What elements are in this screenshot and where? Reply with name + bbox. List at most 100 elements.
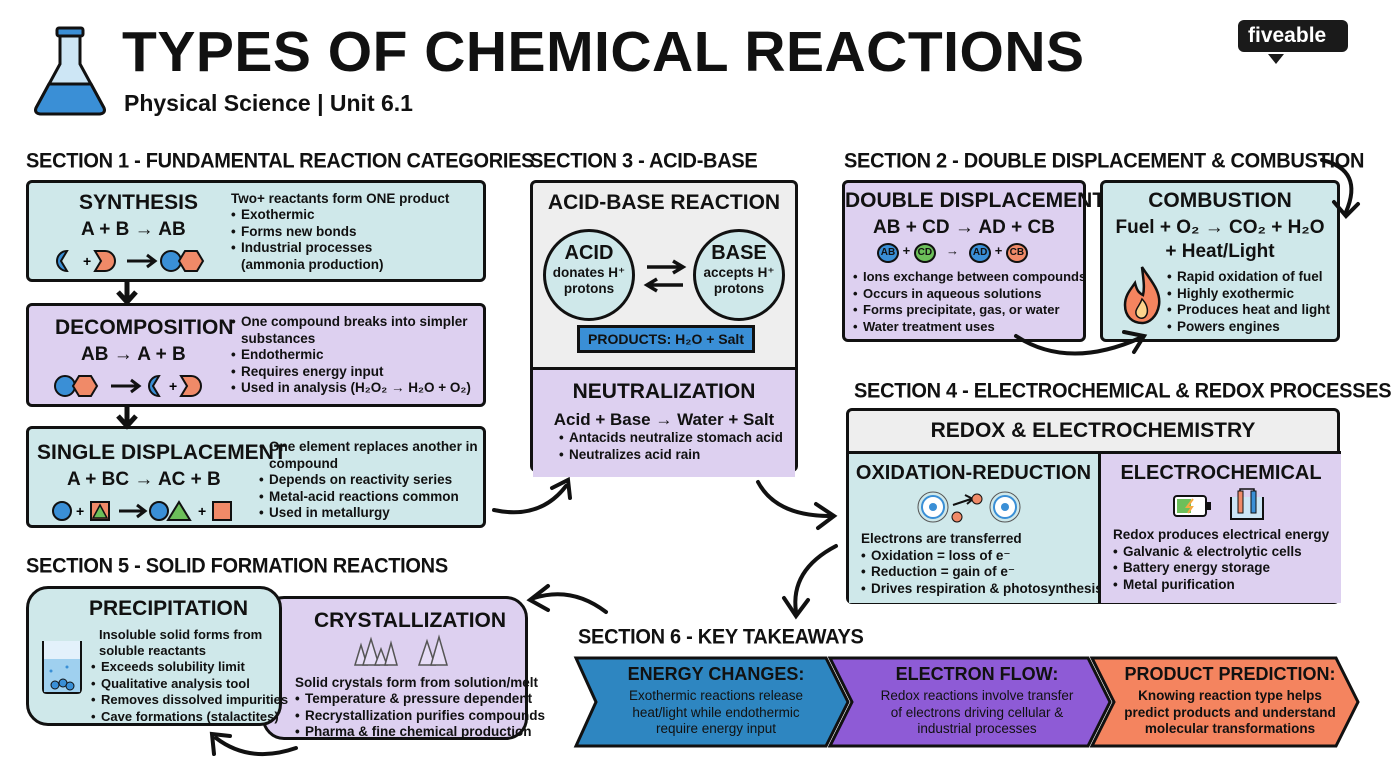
- section5-title: SECTION 5 - SOLID FORMATION REACTIONS: [26, 554, 448, 578]
- precipitation-title: PRECIPITATION: [89, 597, 249, 620]
- combustion-equation-line2: + Heat/Light: [1165, 241, 1275, 262]
- acid-base-title: ACID-BASE REACTION: [547, 191, 781, 214]
- synthesis-intro: Two+ reactants form ONE product: [231, 191, 450, 206]
- neutralization-panel: NEUTRALIZATION Acid + Base → Water + Sal…: [533, 367, 795, 477]
- combustion-title: COMBUSTION: [1148, 189, 1292, 212]
- decomposition-equation: AB → A + B: [81, 344, 186, 365]
- list-item: Water treatment uses: [853, 319, 1086, 336]
- takeaway-line: Exothermic reactions release: [628, 688, 804, 703]
- electrochemical-intro: Redox produces electrical energy: [1113, 527, 1330, 542]
- electrochemical-panel: ELECTROCHEMICAL Redox produces electrica…: [1101, 451, 1341, 603]
- list-item: Produces heat and light: [1167, 302, 1330, 319]
- svg-text:+: +: [198, 503, 206, 519]
- decomposition-title: DECOMPOSITION: [55, 316, 234, 339]
- chip: AD: [969, 243, 992, 263]
- combustion-card: COMBUSTION Fuel + O₂ → CO₂ + H₂O + Heat/…: [1100, 180, 1340, 342]
- list-item: Drives respiration & photosynthesis: [861, 581, 1103, 598]
- list-item: Antacids neutralize stomach acid: [559, 430, 795, 447]
- list-item: Battery energy storage: [1113, 560, 1341, 577]
- base-line2: protons: [713, 281, 765, 296]
- list-item: compound: [269, 455, 338, 471]
- list-item: Qualitative analysis tool: [91, 676, 288, 693]
- fiveable-logo: fiveable: [1238, 20, 1348, 64]
- list-item: Ions exchange between compounds: [853, 269, 1086, 286]
- redox-intro: Electrons are transferred: [861, 531, 1022, 546]
- synthesis-bullets: Exothermic Forms new bonds Industrial pr…: [231, 207, 384, 273]
- svg-text:+: +: [83, 253, 91, 269]
- single-displacement-equation: A + BC → AC + B: [67, 469, 221, 490]
- neutralization-bullets: Antacids neutralize stomach acid Neutral…: [559, 430, 795, 463]
- takeaway-line: molecular transformations: [1144, 721, 1316, 736]
- list-item: Neutralizes acid rain: [559, 447, 795, 464]
- section1-title: SECTION 1 - FUNDAMENTAL REACTION CATEGOR…: [26, 149, 535, 173]
- list-item: Exothermic: [231, 207, 384, 224]
- synthesis-diagram: +: [53, 249, 213, 278]
- list-item: Used in metallurgy: [259, 505, 478, 522]
- list-item: substances: [241, 330, 316, 346]
- crystallization-card: CRYSTALLIZATION Solid crystals form from…: [262, 596, 545, 740]
- electrochemical-title: ELECTROCHEMICAL: [1120, 462, 1322, 484]
- crystallization-title: CRYSTALLIZATION: [313, 609, 507, 632]
- neutralization-title: NEUTRALIZATION: [572, 380, 756, 403]
- redox-heading: REDOX & ELECTROCHEMISTRY: [930, 419, 1256, 442]
- list-item: Highly exothermic: [1167, 286, 1330, 303]
- list-item: Rapid oxidation of fuel: [1167, 269, 1330, 286]
- section4-title: SECTION 4 - ELECTROCHEMICAL & REDOX PROC…: [854, 379, 1391, 403]
- single-displacement-title: SINGLE DISPLACEMENT: [37, 441, 287, 464]
- synthesis-title: SYNTHESIS: [79, 191, 199, 214]
- section3-title: SECTION 3 - ACID-BASE: [530, 149, 758, 173]
- brand-text: fiveable: [1238, 20, 1348, 52]
- list-item: Cave formations (stalactites): [91, 709, 288, 726]
- acid-line2: protons: [563, 281, 615, 296]
- list-item: Oxidation = loss of e⁻: [861, 548, 1098, 565]
- single-displacement-card: SINGLE DISPLACEMENT A + BC → AC + B + + …: [26, 426, 486, 528]
- single-displacement-diagram: + +: [51, 499, 261, 528]
- svg-text:+: +: [76, 503, 84, 519]
- electrochemical-bullets: Galvanic & electrolytic cells Battery en…: [1113, 544, 1341, 594]
- crystals-icon: [353, 634, 448, 666]
- takeaway-line: industrial processes: [917, 721, 1037, 736]
- double-displacement-equation: AB + CD → AD + CB: [873, 217, 1055, 238]
- list-item: Industrial processes: [231, 240, 384, 257]
- takeaway-product: PRODUCT PREDICTION: Knowing reaction typ…: [1110, 664, 1350, 738]
- section6-title: SECTION 6 - KEY TAKEAWAYS: [578, 625, 864, 649]
- double-displacement-bullets: Ions exchange between compounds Occurs i…: [853, 269, 1086, 335]
- list-item: Requires energy input: [231, 364, 471, 381]
- list-item: Endothermic: [231, 347, 471, 364]
- single-displacement-bullets: One element replaces another in compound…: [259, 439, 478, 522]
- takeaway-title: ENERGY CHANGES:: [627, 664, 805, 684]
- acid-label: ACID: [564, 242, 614, 264]
- redox-bullets: Oxidation = loss of e⁻ Reduction = gain …: [861, 548, 1103, 598]
- list-item: Depends on reactivity series: [259, 472, 478, 489]
- takeaway-energy: ENERGY CHANGES: Exothermic reactions rel…: [596, 664, 836, 738]
- battery-cell-icons: [1101, 488, 1341, 523]
- chip: CD: [913, 243, 936, 263]
- takeaway-electron: ELECTRON FLOW: Redox reactions involve t…: [852, 664, 1102, 738]
- page-subtitle: Physical Science | Unit 6.1: [124, 90, 413, 116]
- chip: AB: [877, 243, 899, 263]
- neutralization-equation: Acid + Base → Water + Salt: [553, 410, 775, 429]
- list-item: Used in analysis (H₂O₂ → H₂O + O₂): [231, 380, 471, 397]
- acid-circle: ACID donates H⁺ protons: [543, 229, 635, 321]
- arrow-down-icon: [116, 280, 138, 306]
- list-item: Reduction = gain of e⁻: [861, 564, 1098, 581]
- precipitation-intro-2: soluble reactants: [99, 643, 206, 658]
- decomposition-card: DECOMPOSITION AB → A + B + One compound …: [26, 303, 486, 407]
- list-item: Metal purification: [1113, 577, 1341, 594]
- acid-base-card: ACID-BASE REACTION ACID donates H⁺ proto…: [530, 180, 798, 477]
- precipitation-bullets: Exceeds solubility limit Qualitative ana…: [91, 659, 288, 725]
- oxidation-reduction-title: OXIDATION-REDUCTION: [855, 462, 1092, 484]
- double-displacement-title: DOUBLE DISPLACEMENT: [845, 189, 1106, 212]
- section2-title: SECTION 2 - DOUBLE DISPLACEMENT & COMBUS…: [844, 149, 1365, 173]
- redox-card: REDOX & ELECTROCHEMISTRY OXIDATION-REDUC…: [846, 408, 1341, 604]
- takeaway-line: predict products and understand: [1124, 704, 1336, 720]
- flask-icon: [30, 26, 110, 118]
- list-item: Recrystallization purifies compounds: [295, 708, 545, 725]
- takeaway-title: ELECTRON FLOW:: [895, 664, 1059, 684]
- exchange-arrows-icon: [643, 259, 687, 293]
- list-item: Galvanic & electrolytic cells: [1113, 544, 1341, 561]
- precipitation-card: PRECIPITATION Insoluble solid forms from…: [26, 586, 288, 726]
- list-item: Exceeds solubility limit: [91, 659, 288, 676]
- takeaway-line: Knowing reaction type helps: [1138, 688, 1322, 703]
